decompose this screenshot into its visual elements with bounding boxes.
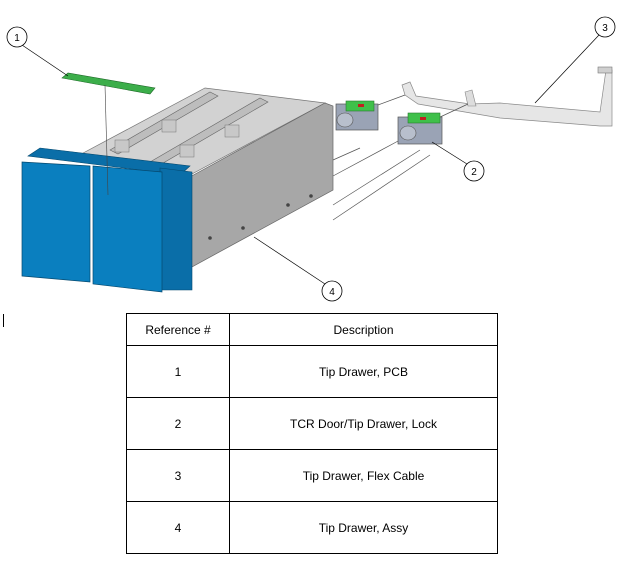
reference-cell: 4 — [126, 501, 230, 554]
reference-cell: 3 — [126, 449, 230, 502]
svg-text:1: 1 — [14, 33, 20, 44]
callout-4: 4 — [253, 236, 343, 302]
tip-drawer-body — [68, 87, 334, 269]
table-row: 3 Tip Drawer, Flex Cable — [126, 449, 498, 502]
callout-3: 3 — [534, 16, 616, 104]
svg-text:2: 2 — [471, 167, 477, 178]
lock-2 — [397, 112, 443, 145]
assembly-lines — [332, 94, 469, 221]
reference-table: Reference # Description 1 Tip Drawer, PC… — [126, 313, 498, 554]
text-cursor — [3, 314, 4, 327]
callout-1: 1 — [6, 26, 69, 77]
table-row: 1 Tip Drawer, PCB — [126, 345, 498, 398]
svg-text:3: 3 — [602, 23, 608, 34]
description-cell: Tip Drawer, PCB — [229, 345, 498, 398]
reference-cell: 2 — [126, 397, 230, 450]
flex-cable — [401, 66, 613, 127]
svg-text:4: 4 — [329, 287, 335, 298]
reference-cell: 1 — [126, 345, 230, 398]
table-header-row: Reference # Description — [126, 313, 498, 346]
exploded-view-diagram: 1 2 3 4 — [6, 16, 616, 302]
tip-drawer-front — [21, 147, 193, 293]
table-row: 4 Tip Drawer, Assy — [126, 501, 498, 554]
description-cell: Tip Drawer, Assy — [229, 501, 498, 554]
header-description: Description — [229, 313, 498, 346]
callout-2: 2 — [431, 141, 485, 182]
table-row: 2 TCR Door/Tip Drawer, Lock — [126, 397, 498, 450]
header-reference: Reference # — [126, 313, 230, 346]
lock-1 — [335, 100, 379, 131]
description-cell: Tip Drawer, Flex Cable — [229, 449, 498, 502]
description-cell: TCR Door/Tip Drawer, Lock — [229, 397, 498, 450]
